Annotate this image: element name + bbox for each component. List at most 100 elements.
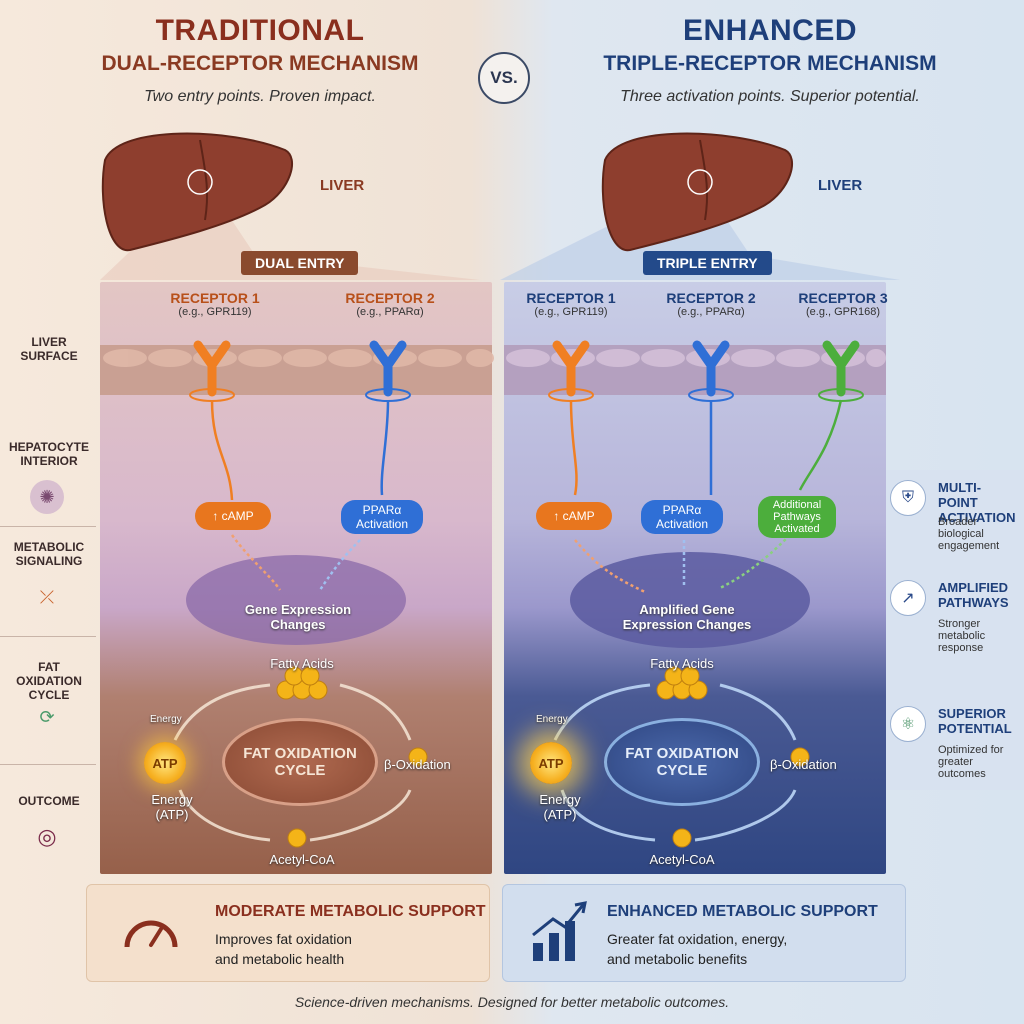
side-divider bbox=[0, 526, 96, 527]
receptor-1-icon-left bbox=[193, 340, 231, 397]
atp-icon-right: ATP bbox=[530, 742, 572, 784]
network-icon: ⤫ bbox=[39, 586, 55, 607]
receptor-2-left-example: (e.g., PPARα) bbox=[356, 306, 424, 318]
side-divider bbox=[0, 764, 96, 765]
benefit-desc: Broader biological engagement bbox=[938, 516, 1000, 552]
receptor-1-icon-right bbox=[552, 340, 590, 397]
receptor-2-icon-left bbox=[369, 340, 407, 397]
energy-top-label-right: Energy bbox=[536, 714, 568, 725]
acetyl-coa-right bbox=[672, 828, 692, 848]
receptor-1-left: RECEPTOR 1 (e.g., GPR119) bbox=[160, 290, 270, 318]
gene-expression-left: Gene Expression Changes bbox=[244, 602, 352, 632]
shield-icon: ⛨ bbox=[890, 480, 926, 516]
receptor-2-right-title: RECEPTOR 2 bbox=[666, 290, 756, 306]
mitochondrion-right: FAT OXIDATION CYCLE bbox=[604, 718, 760, 806]
beta-oxidation-label-right: β-Oxidation bbox=[770, 757, 837, 772]
enhanced-title: ENHANCED bbox=[682, 14, 857, 47]
signal-arrows bbox=[210, 399, 843, 594]
receptor-2-left: RECEPTOR 2 (e.g., PPARα) bbox=[335, 290, 445, 318]
gene-expression-right: Amplified Gene Expression Changes bbox=[622, 602, 752, 632]
receptor-2-icon-right bbox=[692, 340, 730, 397]
energy-label-right: Energy (ATP) bbox=[539, 792, 581, 822]
energy-label-left: Energy (ATP) bbox=[151, 792, 193, 822]
fatty-acids-right bbox=[656, 666, 708, 700]
outcome-traditional-title: MODERATE METABOLIC SUPPORT bbox=[215, 903, 486, 920]
fatty-acids-label-left: Fatty Acids bbox=[270, 656, 334, 671]
atom-icon: ⚛ bbox=[890, 706, 926, 742]
beta-oxidation-dot-left bbox=[408, 747, 428, 767]
outcome-enhanced: ENHANCED METABOLIC SUPPORT Greater fat o… bbox=[502, 884, 906, 982]
side-label-outcome: OUTCOME bbox=[18, 794, 80, 808]
receptor-1-left-title: RECEPTOR 1 bbox=[170, 290, 260, 306]
target-icon: ◎ bbox=[37, 824, 57, 849]
atp-icon-left: ATP bbox=[144, 742, 186, 784]
fatty-acids-label-right: Fatty Acids bbox=[650, 656, 714, 671]
dual-entry-badge: DUAL ENTRY bbox=[241, 251, 359, 275]
receptor-2-left-title: RECEPTOR 2 bbox=[345, 290, 435, 306]
triple-entry-badge: TRIPLE ENTRY bbox=[643, 251, 772, 275]
benefit-title: AMPLIFIED PATHWAYS bbox=[938, 580, 1009, 610]
acetyl-coa-left bbox=[287, 828, 307, 848]
receptor-1-right-title: RECEPTOR 1 bbox=[526, 290, 616, 306]
cycle-arrows-right bbox=[553, 683, 797, 842]
traditional-tagline: Two entry points. Proven impact. bbox=[144, 88, 376, 105]
enhanced-subtitle: TRIPLE-RECEPTOR MECHANISM bbox=[603, 52, 937, 75]
additional-pathways-signal: Additional Pathways Activated bbox=[758, 496, 836, 538]
energy-top-label-left: Energy bbox=[150, 714, 182, 725]
beta-oxidation-label-left: β-Oxidation bbox=[384, 757, 451, 772]
receptor-1-right-example: (e.g., GPR119) bbox=[534, 306, 608, 318]
benefit-title: MULTI-POINT ACTIVATION bbox=[938, 480, 1016, 525]
cycle-icon: ⟳ bbox=[39, 706, 55, 727]
receptor-1-left-example: (e.g., GPR119) bbox=[178, 306, 252, 318]
side-divider bbox=[0, 636, 96, 637]
benefit-desc: Optimized for greater outcomes bbox=[938, 744, 1004, 780]
receptor-2-right-example: (e.g., PPARα) bbox=[677, 306, 745, 318]
liver-right-icon bbox=[601, 132, 794, 252]
outcome-traditional: MODERATE METABOLIC SUPPORT Improves fat … bbox=[86, 884, 490, 982]
fatty-acids-left bbox=[276, 666, 328, 700]
receptor-3-icon-right bbox=[822, 340, 860, 397]
receptor-3-right-example: (e.g., GPR168) bbox=[806, 306, 880, 318]
outcome-traditional-desc: Improves fat oxidation and metabolic hea… bbox=[215, 931, 352, 967]
outcome-enhanced-desc: Greater fat oxidation, energy, and metab… bbox=[607, 931, 788, 967]
vs-badge: VS. bbox=[478, 52, 530, 104]
side-label-hepatocyte: HEPATOCYTE INTERIOR bbox=[8, 440, 89, 468]
nucleus-left bbox=[186, 555, 406, 645]
cell-icon: ✺ bbox=[30, 480, 64, 514]
benefit-desc: Stronger metabolic response bbox=[938, 618, 986, 654]
liver-illustrations bbox=[100, 132, 900, 280]
cycle-arrows-left bbox=[173, 683, 412, 842]
receptor-2-right: RECEPTOR 2 (e.g., PPARα) bbox=[656, 290, 766, 318]
ppara-signal-left: PPARα Activation bbox=[341, 500, 423, 534]
beta-oxidation-dot-right bbox=[790, 747, 810, 767]
receptor-3-right-title: RECEPTOR 3 bbox=[798, 290, 888, 306]
fat-oxidation-cycle-left: FAT OXIDATION CYCLE bbox=[243, 745, 357, 779]
nucleus-right bbox=[570, 552, 810, 648]
camp-signal-right: ↑ cAMP bbox=[536, 502, 612, 530]
acetyl-coa-label-left: Acetyl-CoA bbox=[269, 852, 335, 867]
liver-label-left: LIVER bbox=[320, 177, 365, 194]
outcome-enhanced-title: ENHANCED METABOLIC SUPPORT bbox=[607, 903, 878, 920]
mitochondrion-left: FAT OXIDATION CYCLE bbox=[222, 718, 378, 806]
receptor-3-right: RECEPTOR 3 (e.g., GPR168) bbox=[788, 290, 898, 318]
liver-label-right: LIVER bbox=[818, 177, 863, 194]
gauge-icon bbox=[124, 920, 178, 948]
membrane-cells-left bbox=[103, 349, 494, 367]
side-label-signaling: METABOLIC SIGNALING bbox=[13, 540, 85, 568]
side-label-fat-oxidation: FAT OXIDATION CYCLE bbox=[16, 660, 82, 702]
acetyl-coa-label-right: Acetyl-CoA bbox=[649, 852, 715, 867]
side-label-liver-surface: LIVER SURFACE bbox=[20, 335, 78, 363]
chart-up-icon: ↗ bbox=[890, 580, 926, 616]
traditional-title: TRADITIONAL bbox=[155, 14, 365, 47]
benefit-title: SUPERIOR POTENTIAL bbox=[938, 706, 1012, 736]
camp-signal-left: ↑ cAMP bbox=[195, 502, 271, 530]
footer-tagline: Science-driven mechanisms. Designed for … bbox=[294, 994, 730, 1010]
ppara-signal-right: PPARα Activation bbox=[641, 500, 723, 534]
liver-left-icon bbox=[101, 132, 294, 252]
enhanced-tagline: Three activation points. Superior potent… bbox=[620, 88, 920, 105]
traditional-subtitle: DUAL-RECEPTOR MECHANISM bbox=[101, 52, 419, 75]
bar-chart-up-icon bbox=[532, 901, 587, 961]
receptor-1-right: RECEPTOR 1 (e.g., GPR119) bbox=[516, 290, 626, 318]
fat-oxidation-cycle-right: FAT OXIDATION CYCLE bbox=[625, 745, 739, 779]
